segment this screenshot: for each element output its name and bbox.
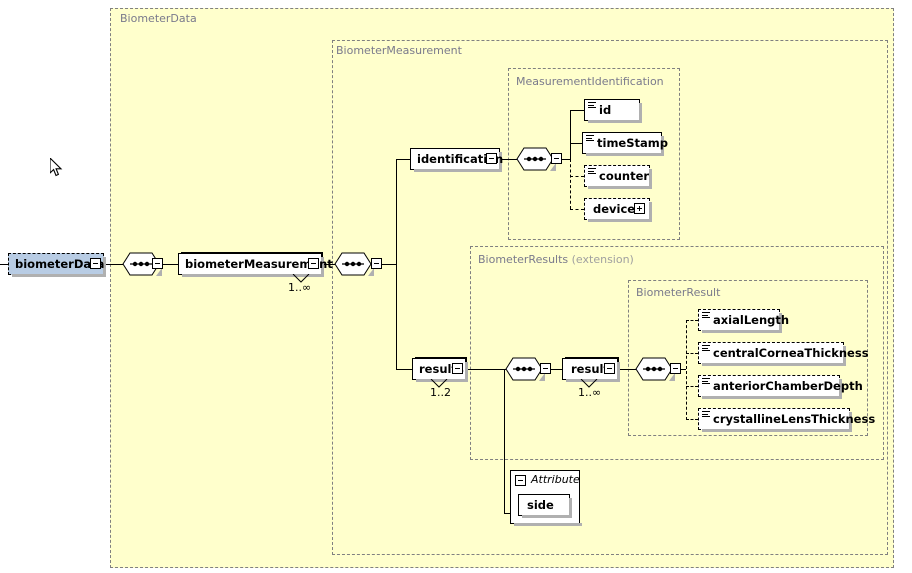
sequence-compositor-root[interactable] bbox=[122, 252, 166, 276]
cardinality-biometer-measurement: 1..∞ bbox=[288, 281, 312, 294]
group-label-text: BiometerMeasurement bbox=[336, 44, 462, 57]
connector-identification-to-seq3 bbox=[500, 159, 518, 160]
node-label: counter bbox=[599, 169, 650, 183]
element-icon bbox=[702, 345, 710, 353]
group-label-biometer-results: BiometerResults (extension) bbox=[478, 253, 634, 266]
element-icon bbox=[588, 102, 596, 110]
group-label-text: BiometerResult bbox=[636, 286, 721, 299]
connector-branch-to-anterior-chamber bbox=[686, 386, 698, 387]
connector-result-to-seq5 bbox=[618, 369, 636, 370]
node-label: identification bbox=[417, 152, 504, 166]
node-axial-length[interactable]: axialLength bbox=[698, 309, 789, 333]
repeat-caret-results bbox=[430, 379, 448, 388]
connector-identification-branch-dashed bbox=[570, 159, 571, 209]
sequence-compositor-identification[interactable] bbox=[516, 147, 560, 171]
connector-attribute-horizontal bbox=[504, 513, 510, 514]
node-label: side bbox=[527, 498, 554, 512]
connector-seq5-stub bbox=[680, 369, 686, 370]
connector-seq2-to-branch bbox=[382, 264, 396, 265]
sequence-toggle-results[interactable] bbox=[540, 363, 551, 374]
connector-seq4-to-result bbox=[550, 369, 562, 370]
sequence-toggle-result[interactable] bbox=[670, 363, 681, 374]
node-label: device bbox=[593, 202, 636, 216]
node-id[interactable]: id bbox=[584, 99, 642, 123]
node-label: centralCorneaThickness bbox=[713, 346, 869, 360]
element-icon bbox=[702, 411, 710, 419]
group-label-biometer-data: BiometerData bbox=[120, 12, 197, 25]
node-toggle-identification[interactable] bbox=[486, 153, 497, 164]
element-icon bbox=[702, 312, 710, 320]
node-toggle-biometer-data[interactable] bbox=[90, 258, 101, 269]
node-label: result bbox=[571, 362, 609, 376]
sequence-compositor-result[interactable] bbox=[635, 357, 679, 381]
node-anterior-chamber-depth[interactable]: anteriorChamberDepth bbox=[698, 375, 863, 399]
connector-branch-to-axial-length bbox=[686, 320, 698, 321]
group-label-extension: (extension) bbox=[571, 253, 634, 266]
node-device[interactable]: device bbox=[584, 198, 652, 222]
connector-branch-to-crystalline-lens bbox=[686, 419, 698, 420]
connector-root-left-stub bbox=[0, 264, 8, 265]
node-biometer-measurement[interactable]: biometerMeasurement bbox=[178, 253, 333, 277]
connector-branch-to-identification bbox=[396, 159, 410, 160]
element-icon bbox=[588, 168, 596, 176]
group-label-text: BiometerData bbox=[120, 12, 197, 25]
element-icon bbox=[702, 378, 710, 386]
node-label: biometerData bbox=[15, 257, 105, 271]
node-toggle-result[interactable] bbox=[604, 363, 615, 374]
sequence-toggle-identification[interactable] bbox=[551, 153, 562, 164]
element-icon bbox=[586, 135, 594, 143]
node-label: crystallineLensThickness bbox=[713, 412, 876, 426]
attribute-title: Attribute bbox=[531, 473, 580, 486]
node-label: axialLength bbox=[713, 313, 790, 327]
connector-identification-branch-solid bbox=[570, 110, 571, 159]
node-label: anteriorChamberDepth bbox=[713, 379, 863, 393]
sequence-compositor-measurement[interactable] bbox=[334, 252, 378, 276]
attribute-toggle[interactable] bbox=[515, 475, 526, 486]
connector-branch-to-counter bbox=[570, 176, 584, 177]
connector-branch-vertical bbox=[396, 159, 397, 370]
connector-measurement-to-seq2 bbox=[322, 264, 336, 265]
node-time-stamp[interactable]: timeStamp bbox=[582, 132, 668, 156]
node-label: id bbox=[599, 103, 612, 117]
node-toggle-biometer-measurement[interactable] bbox=[308, 258, 319, 269]
sequence-toggle-root[interactable] bbox=[152, 258, 163, 269]
cardinality-results: 1..2 bbox=[430, 386, 451, 399]
node-toggle-device[interactable] bbox=[634, 203, 645, 214]
node-label: timeStamp bbox=[597, 136, 668, 150]
node-side[interactable]: side bbox=[518, 494, 572, 518]
node-central-cornea-thickness[interactable]: centralCorneaThickness bbox=[698, 342, 869, 366]
cardinality-result: 1..∞ bbox=[578, 386, 602, 399]
group-label-biometer-measurement: BiometerMeasurement bbox=[336, 44, 462, 57]
connector-root-to-seq1 bbox=[104, 264, 124, 265]
node-biometer-data[interactable]: biometerData bbox=[8, 253, 106, 277]
connector-seq1-to-measurement bbox=[160, 264, 178, 265]
node-counter[interactable]: counter bbox=[584, 165, 652, 189]
connector-results-to-attribute-vertical bbox=[504, 369, 505, 514]
group-label-biometer-result: BiometerResult bbox=[636, 286, 720, 299]
group-label-measurement-identification: MeasurementIdentification bbox=[516, 75, 664, 88]
connector-seq3-to-branch bbox=[562, 159, 570, 160]
connector-branch-to-id bbox=[570, 110, 584, 111]
connector-result-branch-dashed bbox=[686, 320, 687, 420]
node-identification[interactable]: identification bbox=[410, 148, 504, 172]
connector-results-to-seq4 bbox=[466, 369, 506, 370]
group-label-text: MeasurementIdentification bbox=[516, 75, 664, 88]
connector-branch-to-central-cornea bbox=[686, 353, 698, 354]
sequence-toggle-measurement[interactable] bbox=[371, 258, 382, 269]
node-crystalline-lens-thickness[interactable]: crystallineLensThickness bbox=[698, 408, 875, 432]
connector-branch-to-device bbox=[570, 209, 584, 210]
group-label-text: BiometerResults bbox=[478, 253, 569, 266]
mouse-pointer-icon bbox=[50, 158, 63, 177]
connector-branch-to-timestamp bbox=[570, 143, 582, 144]
sequence-compositor-results[interactable] bbox=[505, 357, 549, 381]
connector-branch-to-results bbox=[396, 369, 412, 370]
repeat-caret-biometer-measurement bbox=[292, 274, 310, 283]
node-label: biometerMeasurement bbox=[185, 257, 333, 271]
node-toggle-results[interactable] bbox=[452, 363, 463, 374]
repeat-caret-result bbox=[580, 379, 598, 388]
